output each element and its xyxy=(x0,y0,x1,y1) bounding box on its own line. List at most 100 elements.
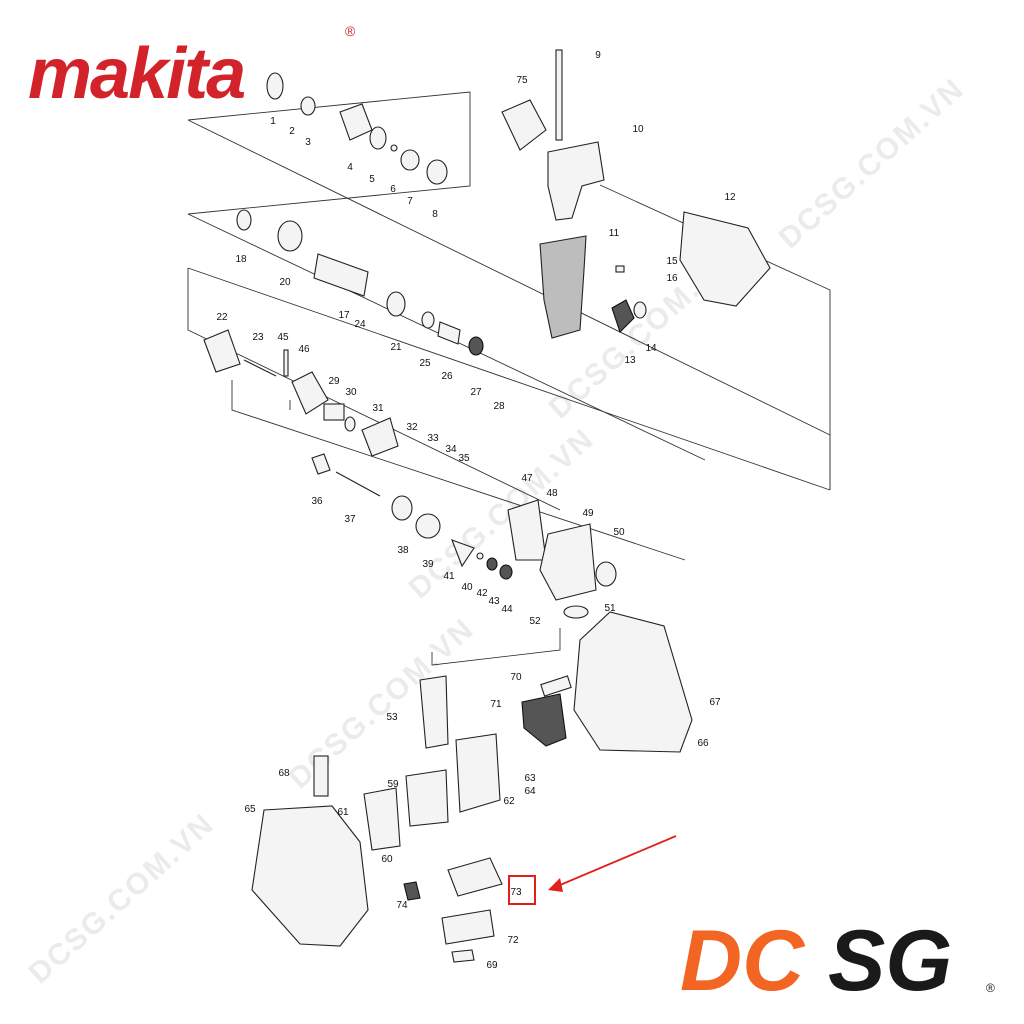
part-7-shape xyxy=(400,149,420,171)
part-label-15: 15 xyxy=(666,256,678,267)
highlight-annotation xyxy=(508,835,677,905)
part-4-shape xyxy=(339,103,373,141)
part-label-64: 64 xyxy=(524,786,536,797)
part-70-shape xyxy=(540,675,572,697)
part-label-23: 23 xyxy=(252,332,264,343)
part-label-17: 17 xyxy=(338,310,350,321)
part-label-8: 8 xyxy=(432,209,438,220)
part-label-14: 14 xyxy=(645,343,657,354)
part-45-shape xyxy=(283,349,289,377)
makita-logo: makita ® xyxy=(28,23,356,114)
part-1-shape xyxy=(266,72,284,100)
part-65-shape xyxy=(251,805,369,947)
part-39-shape xyxy=(415,513,441,539)
part-label-51: 51 xyxy=(604,603,616,614)
part-label-40: 40 xyxy=(461,582,473,593)
makita-logo-text: makita xyxy=(28,34,244,114)
part-label-33: 33 xyxy=(427,433,439,444)
part-label-67: 67 xyxy=(709,697,721,708)
part-46-shape xyxy=(291,371,329,415)
part-label-13: 13 xyxy=(624,355,636,366)
part-13-shape xyxy=(611,299,635,334)
part-label-45: 45 xyxy=(277,332,289,343)
part-20-shape xyxy=(277,220,303,252)
part-label-32: 32 xyxy=(406,422,418,433)
part-label-53: 53 xyxy=(386,712,398,723)
part-3-shape xyxy=(300,96,316,116)
watermark-group: DCSG.COM.VN DCSG.COM.VN DCSG.COM.VN DCSG… xyxy=(23,72,971,990)
part-label-25: 25 xyxy=(419,358,431,369)
part-label-34: 34 xyxy=(445,444,457,455)
part-10-shape xyxy=(547,141,605,221)
part-68-shape xyxy=(313,755,329,797)
dcsg-registered-mark: ® xyxy=(986,981,995,995)
part-66-shape xyxy=(573,611,693,753)
part-8-shape xyxy=(426,159,448,185)
part-label-71: 71 xyxy=(490,699,502,710)
part-label-1: 1 xyxy=(270,116,276,127)
part-label-28: 28 xyxy=(493,401,505,412)
part-42-shape xyxy=(476,552,484,560)
part-label-74: 74 xyxy=(396,900,408,911)
part-71-shape xyxy=(521,693,567,747)
part-label-37: 37 xyxy=(344,514,356,525)
part-label-2: 2 xyxy=(289,126,295,137)
part-43-shape xyxy=(486,557,498,571)
part-14-shape xyxy=(633,301,647,319)
part-72-shape xyxy=(441,909,495,945)
part-36-shape xyxy=(311,453,331,475)
part-9-shape xyxy=(555,49,563,141)
part-label-43: 43 xyxy=(488,596,500,607)
part-27-shape xyxy=(468,336,484,356)
part-label-11: 11 xyxy=(609,228,620,239)
part-label-73: 73 xyxy=(510,887,522,898)
part-label-35: 35 xyxy=(458,453,470,464)
part-51-shape xyxy=(595,561,617,587)
part-label-65: 65 xyxy=(244,804,256,815)
part-18-shape xyxy=(236,209,252,231)
part-label-29: 29 xyxy=(328,376,340,387)
part-6-shape xyxy=(390,144,398,152)
part-11-shape xyxy=(539,235,587,339)
part-label-66: 66 xyxy=(697,738,709,749)
part-label-20: 20 xyxy=(279,277,291,288)
part-label-47: 47 xyxy=(521,473,533,484)
part-label-31: 31 xyxy=(372,403,384,414)
part-21-shape xyxy=(386,291,406,317)
part-label-16: 16 xyxy=(666,273,678,284)
part-37-shape xyxy=(335,471,381,497)
dcsg-logo: DC SG ® xyxy=(680,913,995,1009)
part-23-shape xyxy=(243,359,277,377)
part-59-shape xyxy=(405,769,449,827)
part-label-75: 75 xyxy=(516,75,528,86)
part-label-42: 42 xyxy=(476,588,488,599)
part-22-shape xyxy=(203,329,241,373)
part-5-shape xyxy=(369,126,387,150)
part-12-shape xyxy=(679,211,771,307)
part-label-27: 27 xyxy=(470,387,482,398)
part-label-22: 22 xyxy=(216,312,228,323)
parts-group xyxy=(203,49,771,963)
part-labels: 1234567891011121314151617182021222324252… xyxy=(216,50,736,971)
part-label-6: 6 xyxy=(390,184,396,195)
part-label-50: 50 xyxy=(613,527,625,538)
part-label-52: 52 xyxy=(529,616,541,627)
part-label-63: 63 xyxy=(524,773,536,784)
part-25-shape xyxy=(421,311,435,329)
part-label-38: 38 xyxy=(397,545,409,556)
part-17-shape xyxy=(313,253,369,297)
part-49-shape xyxy=(539,523,597,601)
part-label-39: 39 xyxy=(422,559,434,570)
watermark-4: DCSG.COM.VN xyxy=(23,807,221,990)
part-label-62: 62 xyxy=(503,796,515,807)
part-label-7: 7 xyxy=(407,196,413,207)
part-label-9: 9 xyxy=(595,50,601,61)
part-label-3: 3 xyxy=(305,137,311,148)
part-41-shape xyxy=(451,539,475,568)
part-label-21: 21 xyxy=(390,342,402,353)
part-label-26: 26 xyxy=(441,371,453,382)
makita-registered-mark: ® xyxy=(345,23,356,39)
part-31-shape xyxy=(361,417,399,457)
part-label-72: 72 xyxy=(507,935,519,946)
dcsg-logo-black: SG xyxy=(828,913,952,1009)
